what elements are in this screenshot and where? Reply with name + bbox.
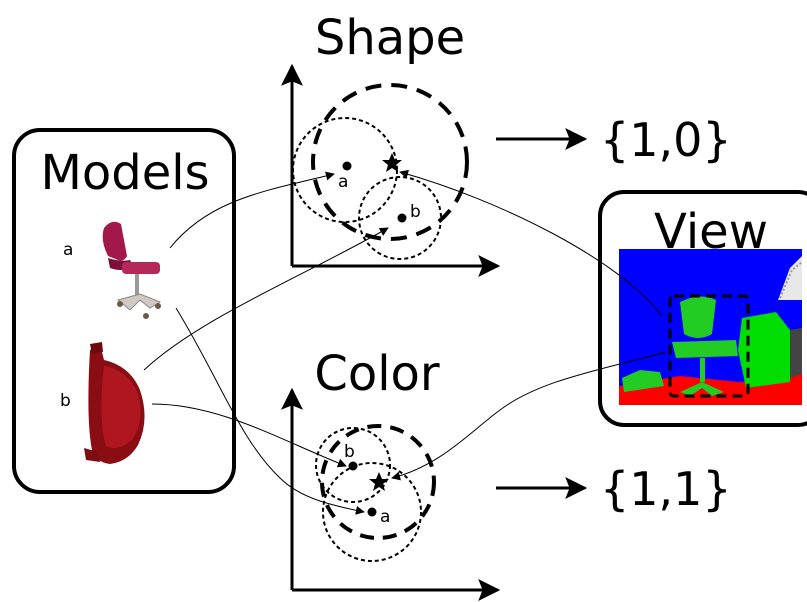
shape-query-radius [311,83,469,241]
connector-a-shape [169,171,335,249]
connectors [143,169,667,515]
shape-query-star-icon [382,153,402,172]
shape-title: Shape [315,10,465,66]
shape-result: {1,0} [600,113,732,167]
view-panel: View [598,190,807,427]
view-chair-back [680,296,716,338]
color-b-radius [315,427,391,503]
model-b-label: b [60,391,71,411]
models-title: Models [40,145,209,201]
color-title: Color [314,346,440,402]
shape-point-b [397,213,407,223]
view-chair-seat [672,340,738,358]
shape-panel: Shape a b {1,0} [281,10,732,277]
connector-view-color [391,351,667,481]
color-query-radius [320,424,436,540]
models-box [12,128,236,494]
color-point-b-label: b [344,442,355,462]
shape-point-a-label: a [338,172,348,192]
view-sofa [622,370,664,392]
connector-b-color [151,403,347,468]
segmented-view-image [619,249,802,405]
color-point-b [348,461,358,471]
view-armchair [738,312,790,388]
connector-a-color [175,307,365,515]
connector-b-shape [143,227,389,371]
color-point-a [367,507,377,517]
connector-view-shape [399,169,663,317]
models-panel: Models a b [12,128,236,494]
model-a-label: a [63,240,73,260]
view-selection-box [668,294,750,398]
color-panel: Color b a {1,1} [281,346,732,601]
color-a-radius [322,462,422,562]
color-query-star-icon [369,472,389,491]
view-box [598,190,807,427]
red-chair-seat-icon [84,342,145,464]
shape-point-b-label: b [410,202,421,222]
shape-point-a [342,161,352,171]
color-point-a-label: a [380,507,390,527]
color-result: {1,1} [600,462,732,516]
view-title: View [654,204,768,260]
office-chair-icon [102,221,162,319]
